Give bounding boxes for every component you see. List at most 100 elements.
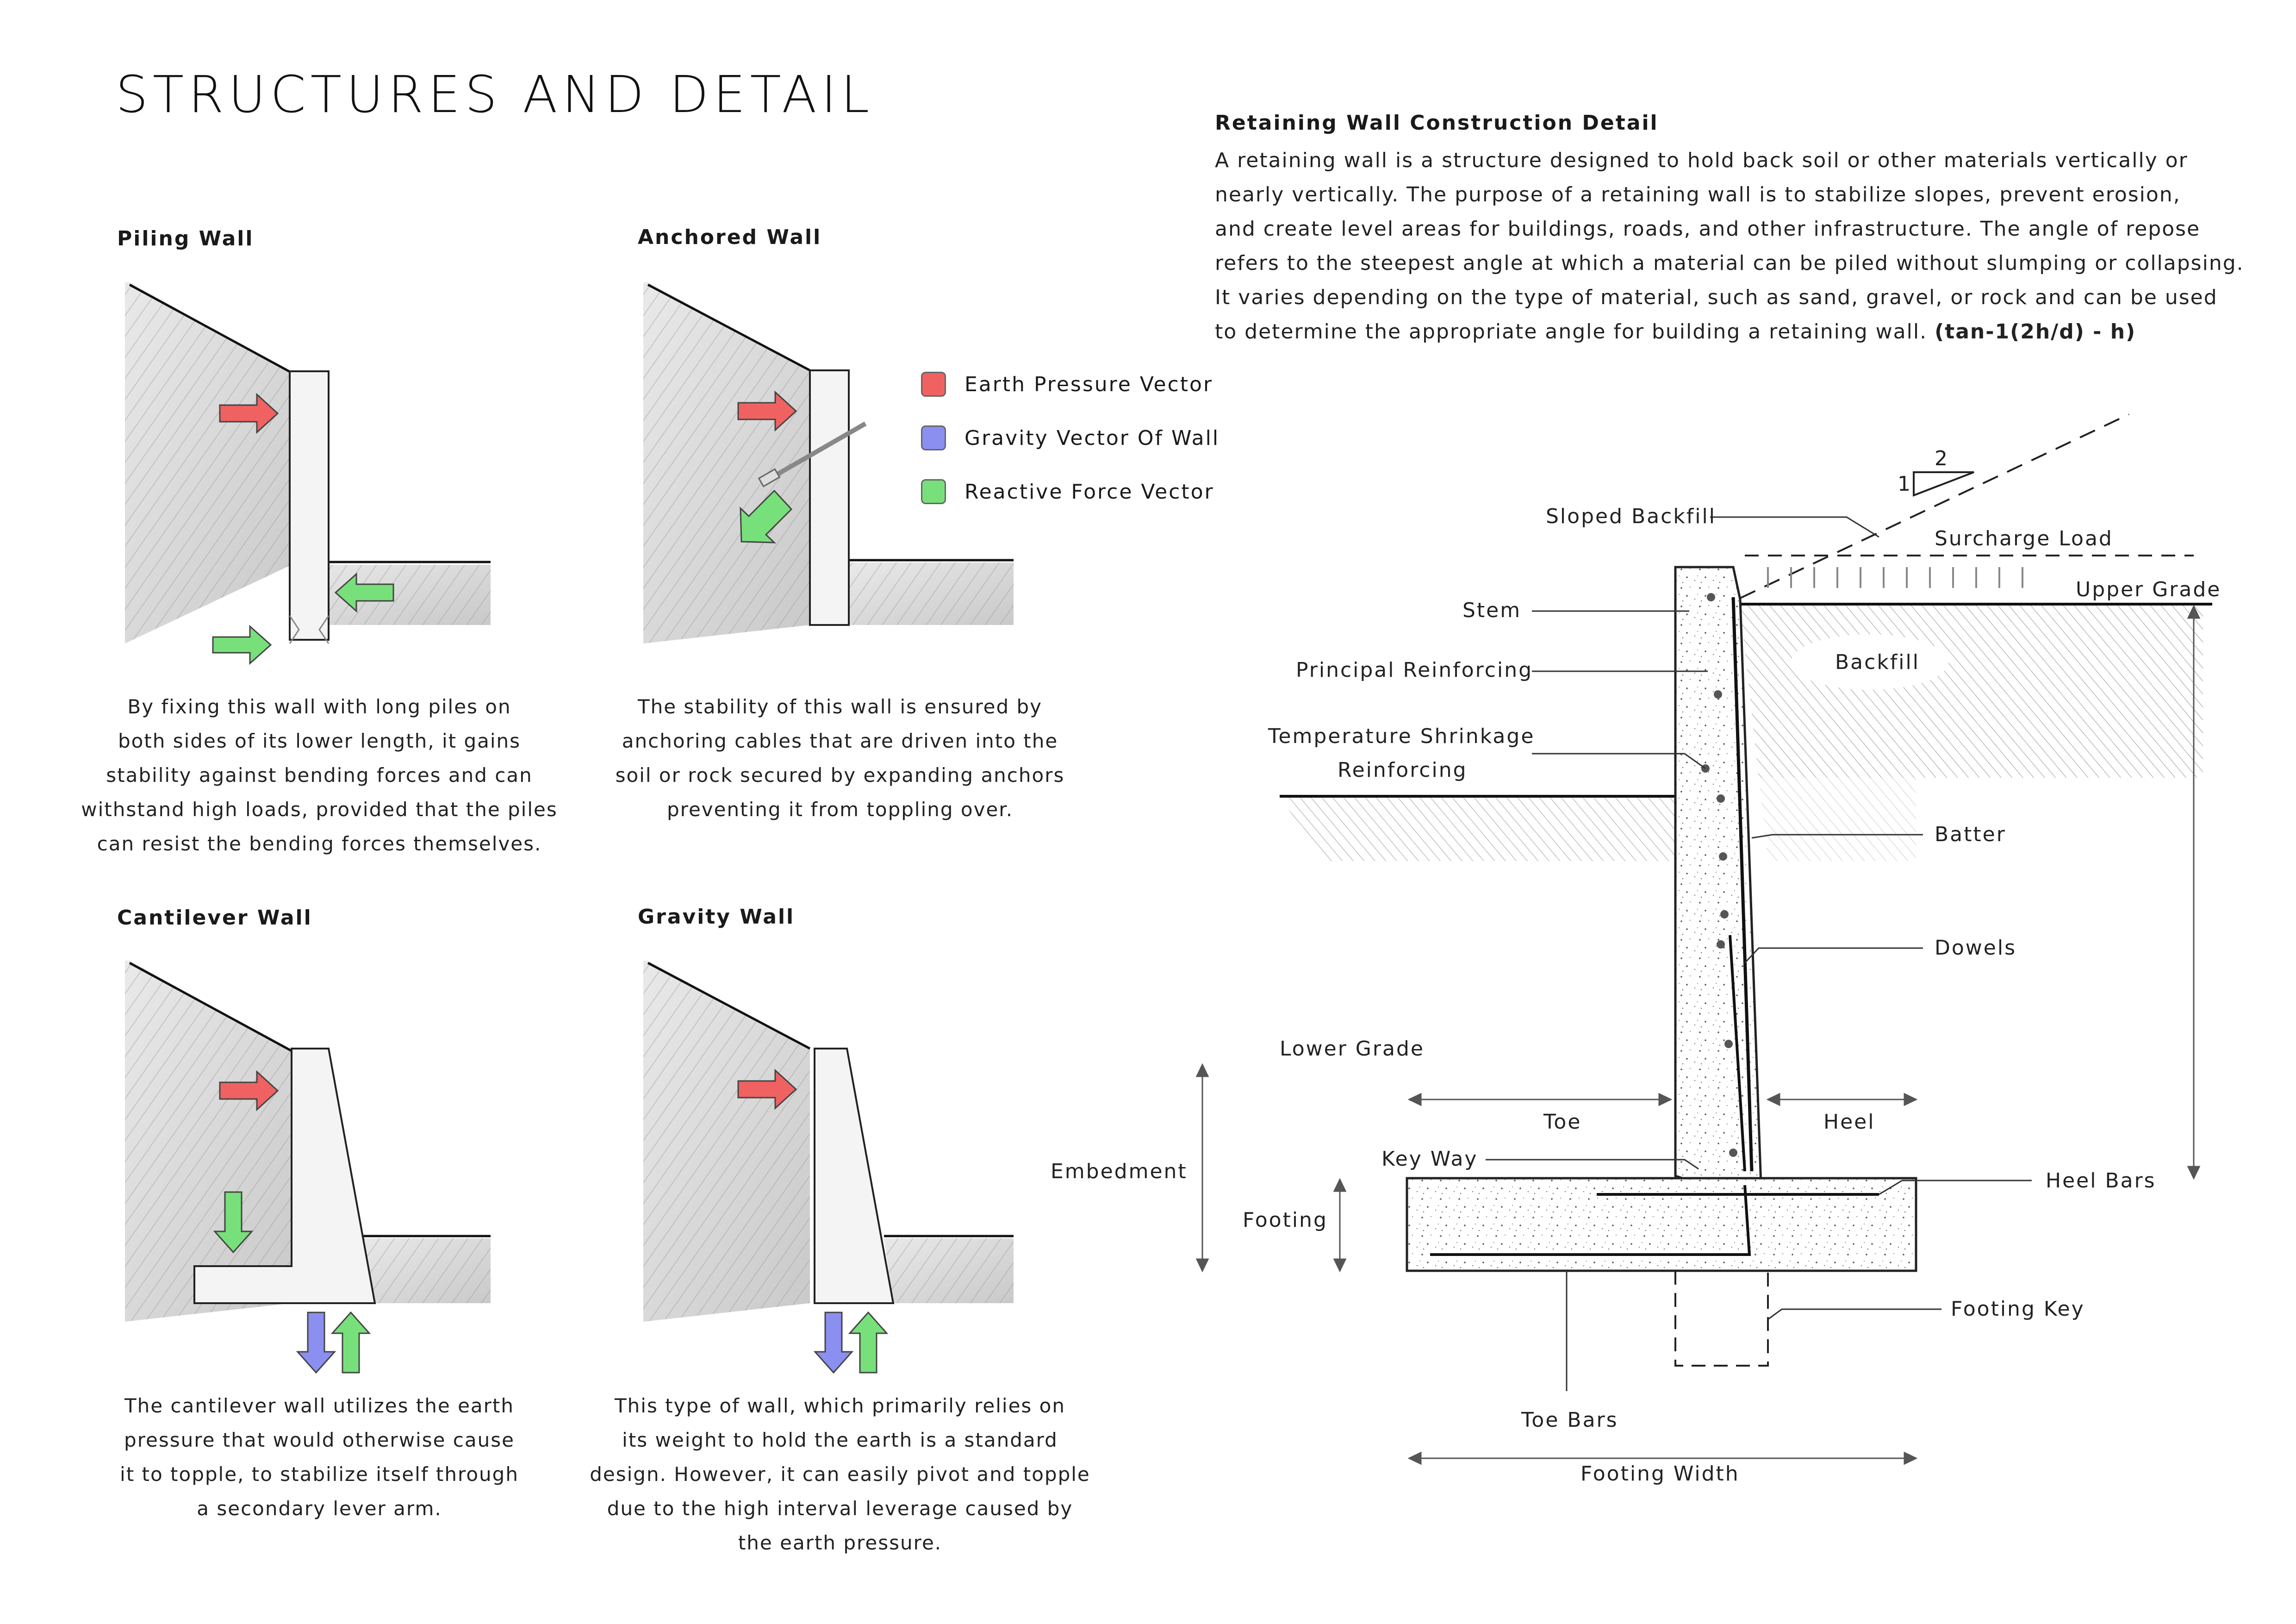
caption-line: preventing it from toppling over.	[666, 798, 1014, 821]
ground-slope-line	[647, 283, 811, 372]
earth-pressure-arrow	[219, 1070, 279, 1112]
red-square-icon	[921, 372, 946, 397]
piling-wall-illustration	[125, 282, 491, 665]
lower-grade-hatch	[1280, 796, 1675, 861]
anchored-wall-illustration	[643, 282, 1014, 643]
backfill-label: Backfill	[1835, 650, 1920, 674]
slope-rise-label: 1	[1898, 472, 1912, 496]
caption-line: both sides of its lower length, it gains	[118, 730, 521, 752]
piling-wall-caption: By fixing this wall with long piles on b…	[65, 690, 574, 861]
front-soil-hatch	[884, 1238, 1014, 1303]
ground-slope-line	[647, 962, 811, 1050]
caption-line: This type of wall, which primarily relie…	[615, 1394, 1065, 1417]
heel-soil-hatch	[1759, 778, 1916, 861]
reinforcing-label: Reinforcing	[1338, 758, 1468, 782]
detail-title: Retaining Wall Construction Detail	[1215, 111, 1659, 135]
caption-line: stability against bending forces and can	[106, 764, 533, 787]
caption-line: soil or rock secured by expanding anchor…	[615, 764, 1065, 787]
page-title: STRUCTURES AND DETAIL	[116, 65, 874, 124]
gravity-wall-caption: This type of wall, which primarily relie…	[579, 1389, 1101, 1560]
description-line: nearly vertically. The purpose of a reta…	[1215, 183, 2181, 206]
footing	[1406, 1177, 1917, 1272]
stem-label: Stem	[1462, 599, 1521, 622]
caption-line: The stability of this wall is ensured by	[637, 695, 1043, 718]
caption-line: pressure that would otherwise cause	[124, 1429, 515, 1451]
sloped-backfill-label: Sloped Backfill	[1546, 505, 1716, 528]
caption-line: it to topple, to stabilize itself throug…	[120, 1463, 519, 1486]
legend-item-gravity: Gravity Vector Of Wall	[921, 424, 1220, 452]
heel-label: Heel	[1823, 1110, 1875, 1134]
legend-label: Gravity Vector Of Wall	[964, 426, 1220, 450]
ground-slope-line	[129, 962, 292, 1052]
surcharge-load-label: Surcharge Load	[1935, 527, 2113, 550]
dowels-label: Dowels	[1935, 936, 2016, 960]
reactive-arrow-up	[330, 1311, 371, 1374]
front-soil-hatch	[849, 562, 1014, 625]
reactive-arrow-right	[334, 572, 394, 613]
legend-label: Earth Pressure Vector	[964, 372, 1213, 396]
soil-hatch	[643, 282, 810, 643]
caption-line: a secondary lever arm.	[197, 1497, 442, 1520]
gravity-wall-title: Gravity Wall	[638, 905, 795, 929]
footing-width-label: Footing Width	[1580, 1462, 1740, 1486]
footing-label: Footing	[1243, 1208, 1328, 1232]
earth-pressure-arrow	[219, 393, 279, 434]
backfill-hatch	[1740, 606, 2203, 778]
backfill-label-bg	[1791, 634, 1948, 690]
gravity-arrow	[813, 1312, 854, 1374]
slope-triangle	[1913, 471, 1974, 497]
reactive-arrow-down	[213, 1191, 254, 1254]
surcharge-arrows	[1767, 567, 2023, 588]
cantilever-wall-title: Cantilever Wall	[117, 906, 312, 930]
principal-reinforcing-label: Principal Reinforcing	[1296, 658, 1533, 682]
caption-line: withstand high loads, provided that the …	[81, 798, 558, 821]
anchored-wall-caption: The stability of this wall is ensured by…	[583, 690, 1097, 827]
gravity-wall	[814, 1048, 895, 1304]
principal-reinforcing-bar	[1731, 597, 1754, 1172]
front-soil-hatch	[361, 1238, 491, 1303]
soil-hatch	[125, 282, 292, 643]
caption-line: design. However, it can easily pivot and…	[590, 1463, 1090, 1486]
formula: (tan-1(2h/d) - h)	[1935, 320, 2136, 344]
earth-pressure-arrow	[737, 390, 797, 432]
soil-hatch	[643, 961, 810, 1322]
reactive-arrow	[740, 489, 793, 543]
piling-wall-title: Piling Wall	[117, 227, 254, 250]
sloped-backfill-line	[1740, 413, 2129, 599]
caption-line: due to the high interval leverage caused…	[607, 1497, 1073, 1520]
break-line	[289, 615, 330, 644]
cantilever-wall	[193, 1048, 376, 1304]
gravity-arrow	[296, 1312, 336, 1374]
gravity-wall-illustration	[643, 961, 1014, 1374]
key-way-label: Key Way	[1381, 1147, 1478, 1171]
toe-bars-label: Toe Bars	[1521, 1408, 1618, 1432]
caption-line: anchoring cables that are driven into th…	[622, 730, 1058, 752]
embedment-label: Embedment	[1051, 1160, 1188, 1183]
leader-lines	[1486, 516, 2032, 1391]
anchor-cable	[772, 421, 867, 479]
legend: Earth Pressure Vector Gravity Vector Of …	[921, 370, 1220, 531]
description-line: and create level areas for buildings, ro…	[1215, 217, 2201, 241]
stem	[1674, 566, 1762, 1187]
green-square-icon	[921, 479, 946, 504]
dimension-lines	[1195, 605, 2201, 1465]
description-line: A retaining wall is a structure designed…	[1215, 149, 2188, 172]
reactive-arrow-up	[848, 1311, 889, 1374]
legend-item-reactive: Reactive Force Vector	[921, 478, 1220, 506]
reactive-arrow-left	[212, 625, 272, 665]
anchor-head	[758, 468, 781, 487]
anchored-wall-title: Anchored Wall	[638, 225, 822, 249]
slope-run-label: 2	[1935, 447, 1949, 470]
caption-line: the earth pressure.	[738, 1531, 942, 1554]
footing-key-label: Footing Key	[1951, 1297, 2085, 1321]
legend-item-earth: Earth Pressure Vector	[921, 370, 1220, 398]
heel-bars-label: Heel Bars	[2046, 1169, 2156, 1193]
upper-grade-label: Upper Grade	[2076, 578, 2221, 601]
cantilever-wall-caption: The cantilever wall utilizes the earth p…	[65, 1389, 574, 1526]
caption-line: can resist the bending forces themselves…	[97, 832, 542, 855]
ground-slope-line	[129, 283, 292, 374]
caption-line: The cantilever wall utilizes the earth	[124, 1394, 515, 1417]
legend-label: Reactive Force Vector	[964, 480, 1214, 504]
caption-line: its weight to hold the earth is a standa…	[622, 1429, 1058, 1451]
temperature-shrinkage-label: Temperature Shrinkage	[1268, 725, 1535, 748]
